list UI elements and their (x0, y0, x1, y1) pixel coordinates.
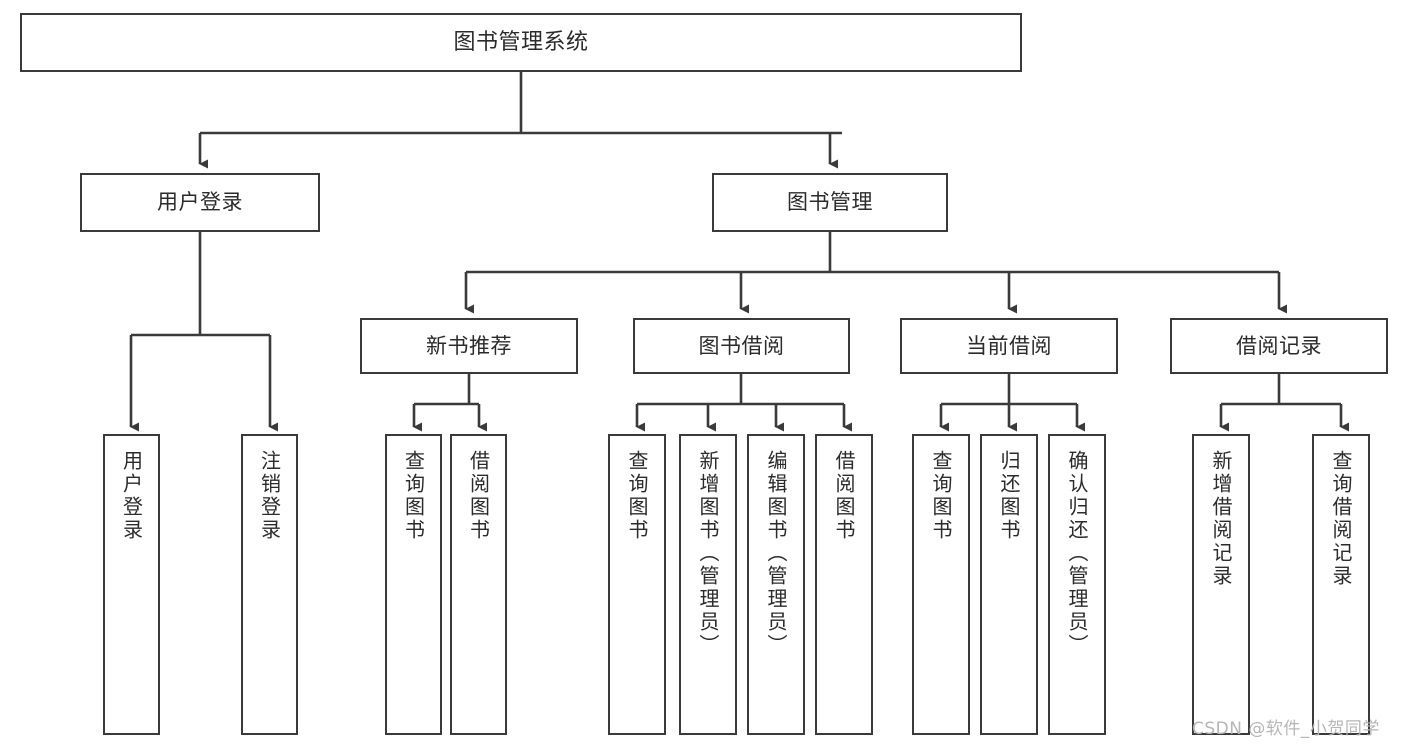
leaf-user-login[interactable]: 用户登录 (103, 434, 160, 735)
node-label: 用户登录 (157, 190, 243, 215)
leaf-borrow-book[interactable]: 借阅图书 (815, 434, 873, 735)
node-label: 注销登录 (257, 450, 282, 542)
node-label: 借阅图书 (832, 450, 856, 542)
node-borrow-record[interactable]: 借阅记录 (1170, 318, 1388, 374)
node-label: 新增借阅记录 (1209, 450, 1233, 588)
node-new-book-recommend[interactable]: 新书推荐 (360, 318, 578, 374)
node-label: 用户登录 (119, 450, 144, 542)
node-user-login[interactable]: 用户登录 (80, 173, 320, 232)
node-label: 查询借阅记录 (1329, 450, 1353, 588)
node-label: 图书管理 (787, 190, 873, 215)
node-label: 查询图书 (929, 450, 953, 542)
watermark-text: CSDN @软件_小贺同学 (1192, 719, 1380, 739)
leaf-query-borrow-record[interactable]: 查询借阅记录 (1312, 434, 1370, 735)
node-label: 借阅图书 (466, 450, 491, 542)
node-label: 图书管理系统 (453, 29, 589, 55)
leaf-confirm-return-admin[interactable]: 确认归还（管理员） (1048, 434, 1106, 735)
node-label: 图书借阅 (698, 333, 785, 358)
node-label: 编辑图书（管理员） (764, 450, 788, 657)
node-book-management[interactable]: 图书管理 (712, 173, 948, 232)
leaf-logout[interactable]: 注销登录 (241, 434, 298, 735)
leaf-query-book-current[interactable]: 查询图书 (912, 434, 970, 735)
node-label: 查询图书 (401, 450, 426, 542)
node-label: 确认归还（管理员） (1065, 450, 1089, 657)
leaf-add-borrow-record[interactable]: 新增借阅记录 (1192, 434, 1250, 735)
node-label: 归还图书 (997, 450, 1021, 542)
node-label: 查询图书 (625, 450, 649, 542)
leaf-edit-book-admin[interactable]: 编辑图书（管理员） (747, 434, 805, 735)
node-label: 新增图书（管理员） (696, 450, 720, 657)
leaf-add-book-admin[interactable]: 新增图书（管理员） (679, 434, 737, 735)
leaf-query-book-recommend[interactable]: 查询图书 (385, 434, 442, 735)
node-label: 当前借阅 (966, 333, 1052, 358)
node-label: 借阅记录 (1236, 333, 1322, 358)
node-label: 新书推荐 (426, 333, 512, 358)
leaf-borrow-book-recommend[interactable]: 借阅图书 (450, 434, 507, 735)
node-current-borrow[interactable]: 当前借阅 (900, 318, 1118, 374)
leaf-query-book-borrow[interactable]: 查询图书 (608, 434, 666, 735)
leaf-return-book[interactable]: 归还图书 (980, 434, 1038, 735)
node-book-borrow[interactable]: 图书借阅 (633, 318, 850, 374)
node-book-management-system[interactable]: 图书管理系统 (20, 13, 1022, 72)
